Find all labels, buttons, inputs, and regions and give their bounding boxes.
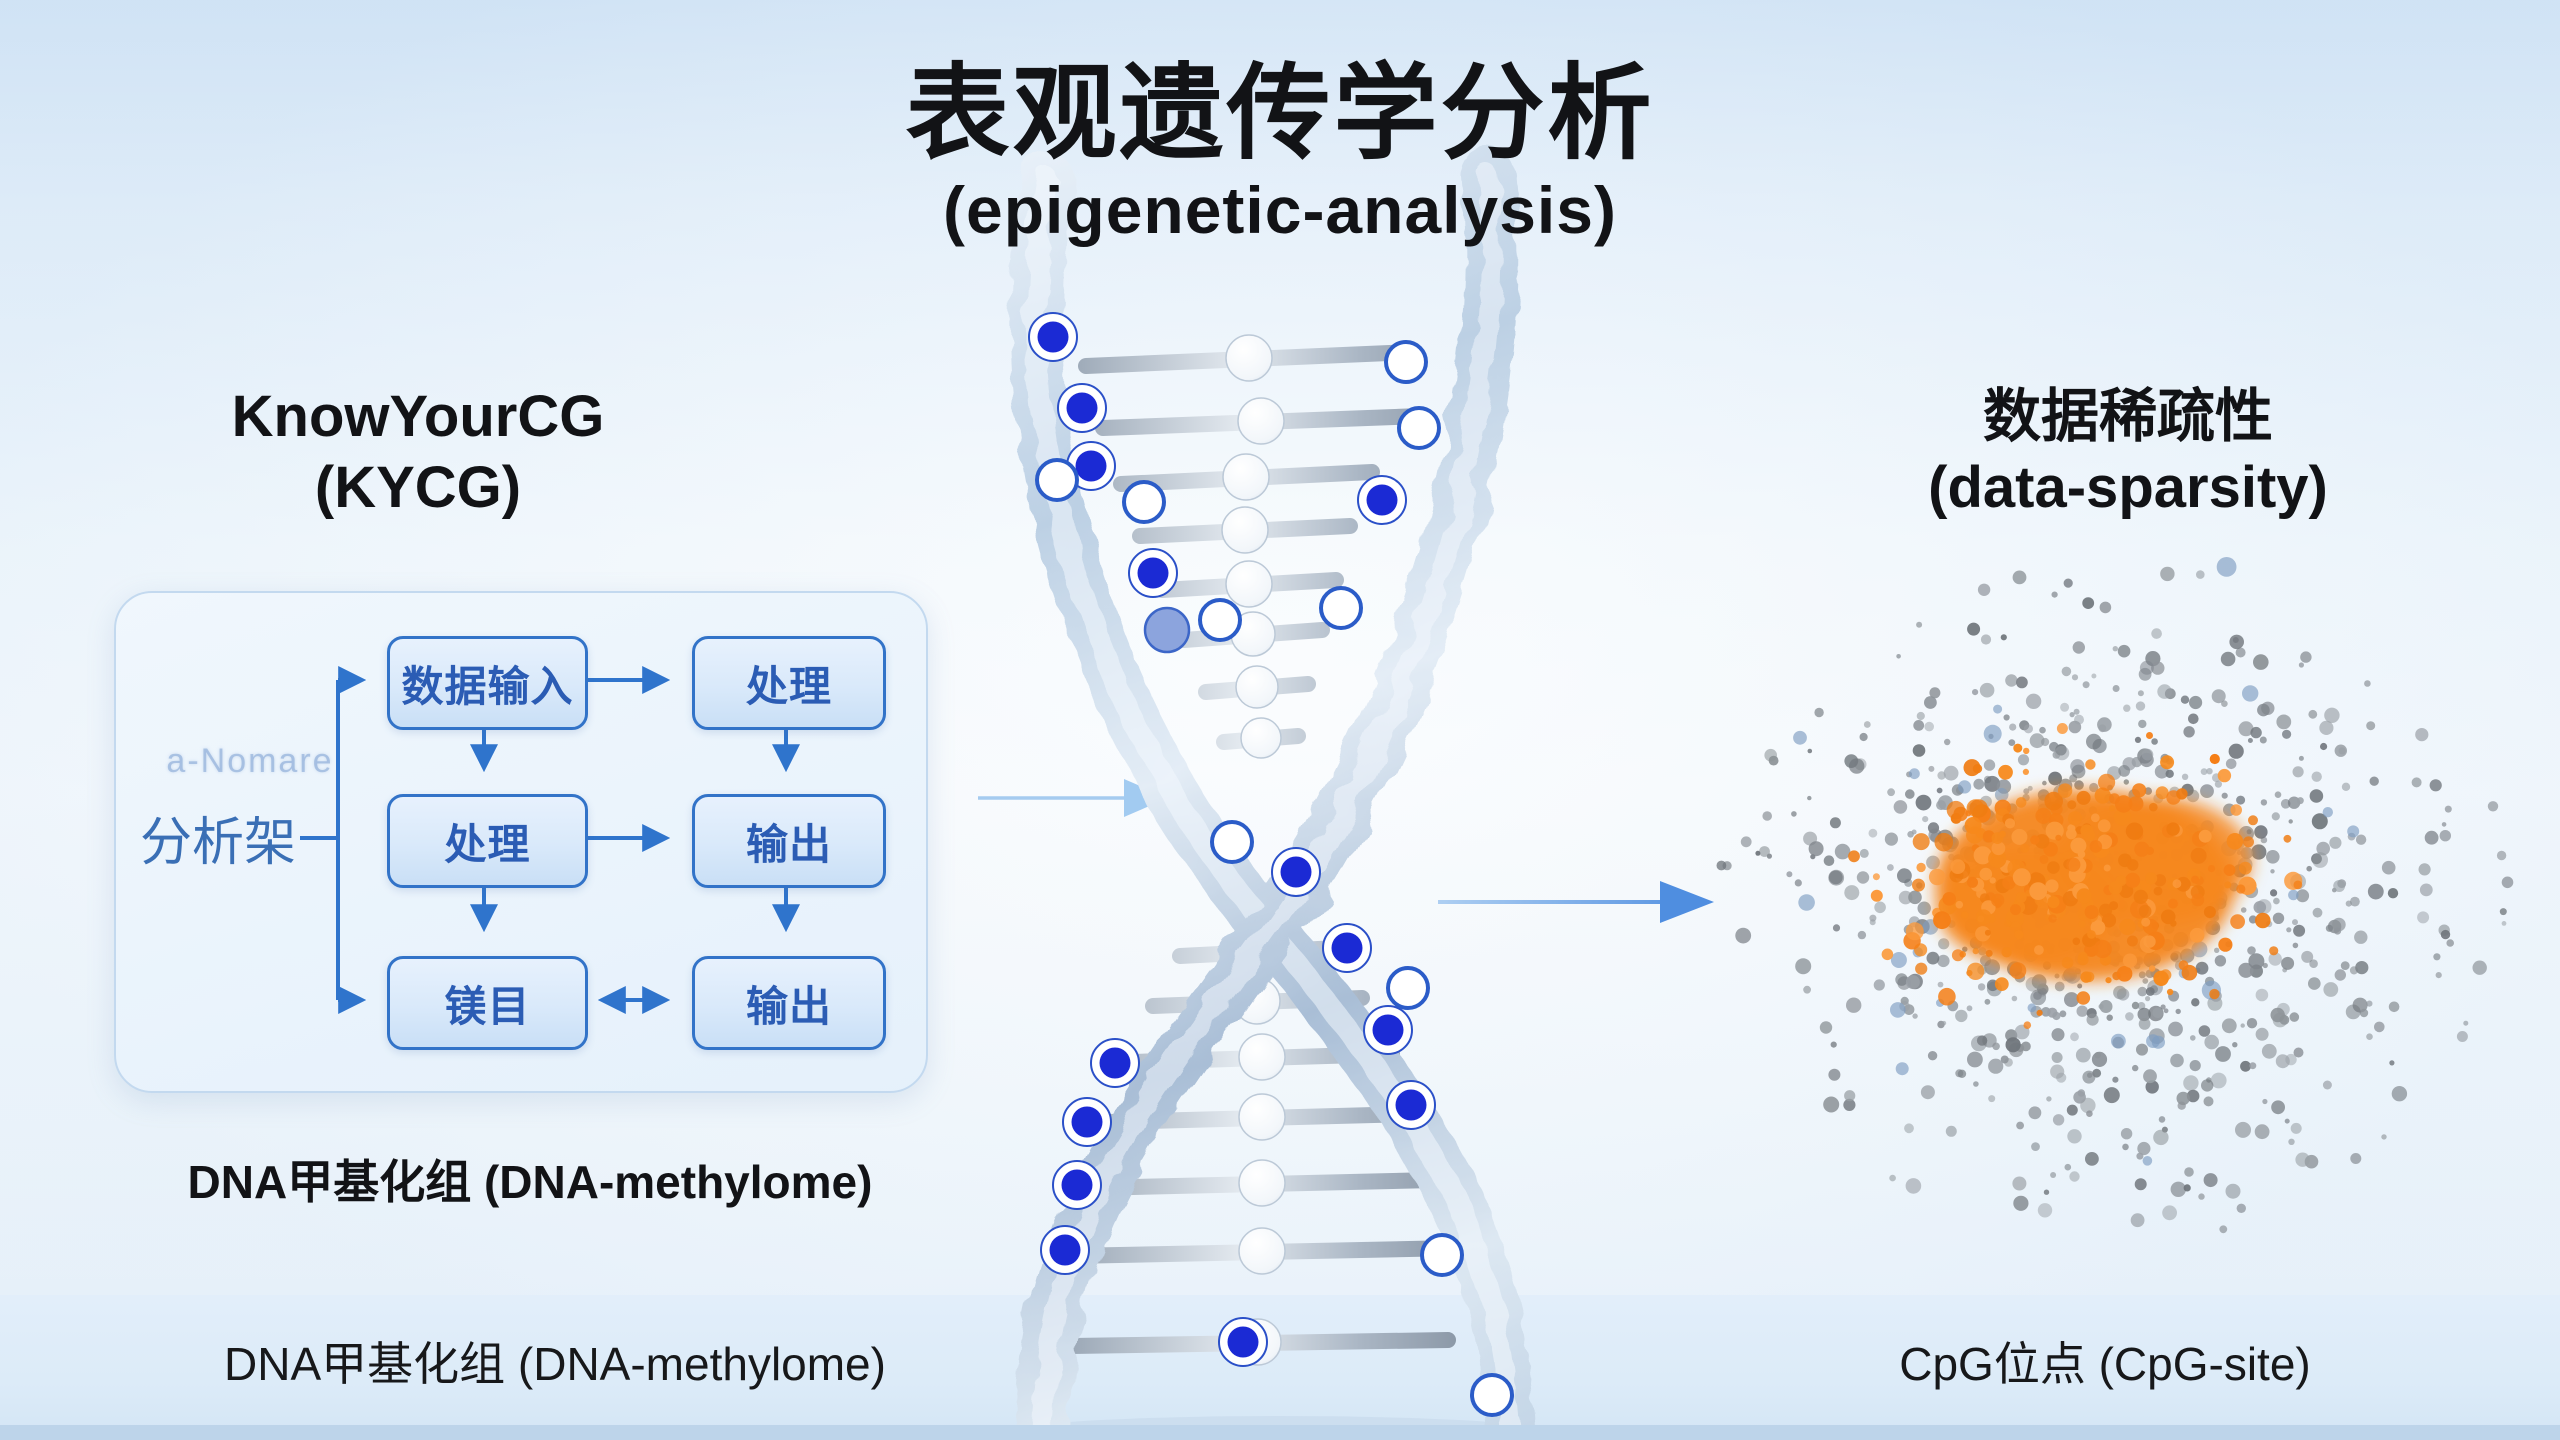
flowchart-connectors: [300, 666, 800, 1014]
dna-helix-illustration: [1009, 148, 1550, 1440]
sparsity-heading-line2: (data-sparsity): [1928, 454, 2328, 520]
page-title: 表观遗传学分析: [905, 56, 1655, 172]
flowchart-box-data-input: 数据输入: [387, 636, 588, 730]
background-bottom-strip: [0, 1425, 2560, 1440]
sparsity-heading-line1: 数据稀疏性: [1982, 384, 2273, 449]
page-subtitle: (epigenetic-analysis): [943, 173, 1617, 247]
dna-methyl-dots-blue: [1028, 312, 1436, 1367]
kycg-heading-line1: KnowYourCG: [231, 384, 605, 449]
flowchart-box-process-mid: 处理: [387, 794, 588, 888]
sparsity-heading: 数据稀疏性 (data-sparsity): [1818, 382, 2438, 524]
bottom-left-label: DNA甲基化组 (DNA-methylome): [224, 1338, 886, 1390]
flowchart-box-output-bottom: 输出: [692, 956, 886, 1050]
background-floor-band: [0, 1295, 2560, 1440]
dna-to-scatter-arrow: [1438, 881, 1714, 923]
methylome-caption-bold: DNA甲基化组 (DNA-methylome): [187, 1156, 873, 1208]
flowchart-box-process-top: 处理: [692, 636, 886, 730]
bottom-right-label: CpG位点 (CpG-site): [1899, 1338, 2311, 1390]
flowchart-box-project: 镁目: [387, 956, 588, 1050]
flowchart-side-label: 分析架: [139, 814, 296, 872]
kycg-heading: KnowYourCG (KYCG): [108, 382, 728, 524]
kycg-heading-line2: (KYCG): [314, 454, 522, 520]
flowchart-watermark: a-Nomare: [166, 742, 334, 780]
dna-methyl-dots-white: [1035, 340, 1514, 1417]
flowchart-box-output-mid: 输出: [692, 794, 886, 888]
scatter-cloud: [1716, 557, 2514, 1234]
